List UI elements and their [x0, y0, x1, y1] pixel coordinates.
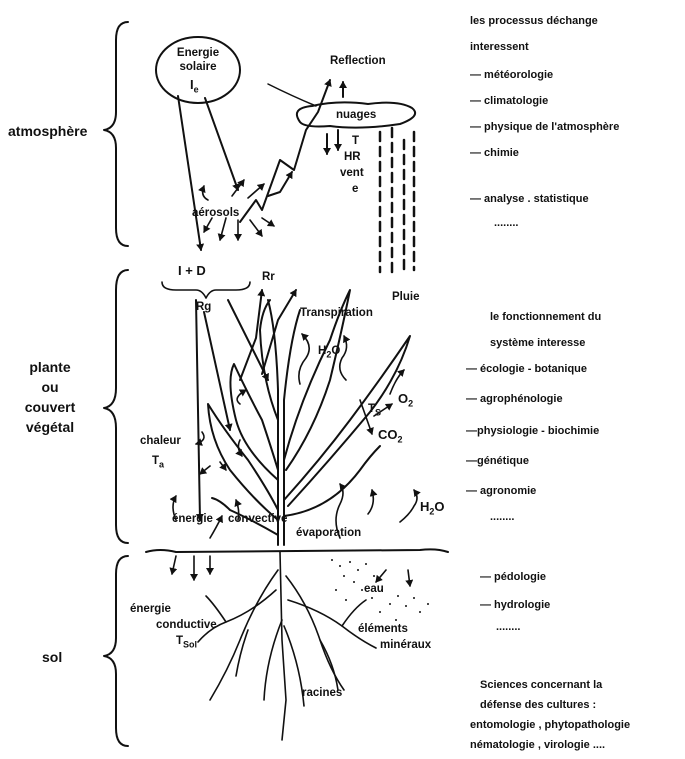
side-atmosphere-title: les processus déchange — [470, 16, 598, 27]
brace-sol — [104, 556, 128, 746]
side-ellipsis: ........ — [496, 622, 520, 633]
side-list-item: —génétique — [466, 456, 529, 467]
rr-label: Rr — [262, 272, 275, 284]
side-list-item: — agronomie — [466, 486, 536, 497]
side-plant-title: système interesse — [490, 338, 585, 349]
side-list-item: — agrophénologie — [466, 394, 563, 405]
ground-line — [146, 549, 448, 552]
minerals-label: éléments — [358, 624, 408, 636]
transpiration-label: Transpiration — [300, 308, 373, 320]
wind-label: vent — [340, 168, 364, 180]
heat-label: chaleur — [140, 436, 181, 448]
sun-label: solaire — [168, 62, 228, 74]
side-list-item: — climatologie — [470, 96, 548, 107]
roots-label: racines — [302, 688, 342, 700]
i-plus-d-label: I + D — [178, 264, 206, 277]
air-temperature-label: Ta — [152, 456, 164, 469]
zone-plante-label: plante — [20, 360, 80, 374]
water-label: eau — [364, 584, 384, 596]
co2-label: CO2 — [378, 428, 403, 445]
roots — [198, 552, 376, 740]
rg-arrow — [228, 300, 268, 380]
sciences-note: entomologie , phytopathologie — [470, 720, 630, 731]
evaporation-label: évaporation — [296, 528, 361, 540]
h2o-leaf-label: H2O — [318, 346, 340, 359]
leaf-temperature-label: TS — [368, 404, 381, 417]
side-ellipsis: ........ — [490, 512, 514, 523]
side-list-item: — physique de l'atmosphère — [470, 122, 619, 133]
humidity-label: HR — [344, 152, 361, 164]
side-list-item: — météorologie — [470, 70, 553, 81]
sun-label: Energie — [168, 48, 228, 60]
rr-arrow — [240, 290, 262, 380]
conductive-energy-label: conductive — [156, 620, 217, 632]
convective-energy-label: énergie — [172, 514, 213, 526]
solar-ray — [178, 96, 201, 250]
o2-label: O2 — [398, 392, 413, 409]
rain — [380, 128, 414, 272]
wind-label: e — [352, 184, 358, 196]
side-atmosphere-title: interessent — [470, 42, 529, 53]
sciences-note: Sciences concernant la — [480, 680, 602, 691]
h2o-soil-label: H2O — [420, 500, 445, 517]
aerosols-label: aérosols — [192, 208, 239, 220]
side-list-item: — chimie — [470, 148, 519, 159]
minerals-label: minéraux — [380, 640, 431, 652]
reflection-label: Reflection — [330, 56, 386, 68]
brace-plante — [104, 270, 128, 543]
sun-symbol: Ie — [190, 78, 199, 95]
convective-energy-label: convective — [228, 514, 287, 526]
clouds-label: nuages — [336, 110, 376, 122]
zone-plante-label: végétal — [20, 420, 80, 434]
solar-ray — [205, 98, 238, 190]
brace-atmosphere — [104, 22, 128, 246]
sciences-note: nématologie , virologie .... — [470, 740, 605, 751]
rg-arrow — [196, 300, 200, 520]
sciences-note: défense des cultures : — [480, 700, 596, 711]
side-list-item: — écologie - botanique — [466, 364, 587, 375]
zone-plante-label: ou — [20, 380, 80, 394]
rain-label: Pluie — [392, 292, 419, 304]
side-ellipsis: ........ — [494, 218, 518, 229]
soil-temperature-label: TSol — [176, 636, 197, 649]
id-brace — [162, 282, 250, 298]
conductive-energy-label: énergie — [130, 604, 171, 616]
zone-sol-label: sol — [42, 650, 62, 664]
rg-label: Rg — [196, 302, 211, 314]
reflection-ray — [240, 80, 330, 222]
horizon-line — [268, 84, 316, 106]
zone-atmosphere-label: atmosphère — [8, 124, 87, 138]
side-list-item: — analyse . statistique — [470, 194, 589, 205]
side-list-item: —physiologie - biochimie — [466, 426, 599, 437]
temperature-label: T — [352, 136, 359, 148]
side-plant-title: le fonctionnement du — [490, 312, 601, 323]
side-list-item: — hydrologie — [480, 600, 550, 611]
side-list-item: — pédologie — [480, 572, 546, 583]
zone-plante-label: couvert — [20, 400, 80, 414]
